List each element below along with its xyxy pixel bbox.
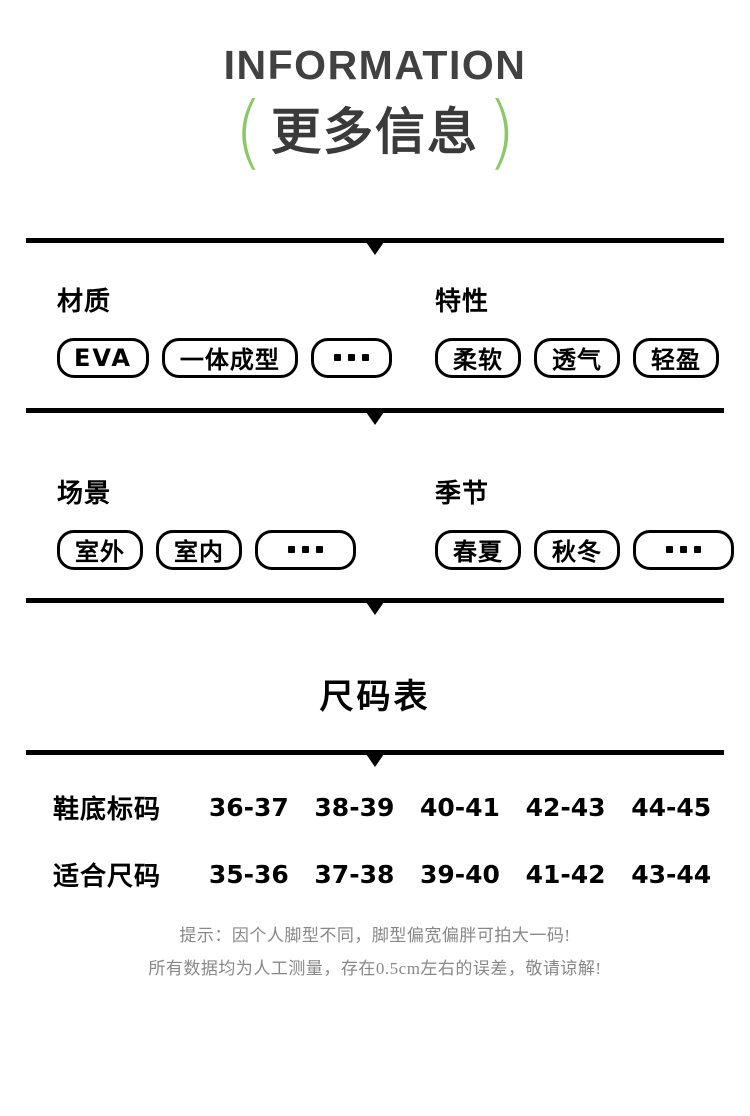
- spec-pill-soft[interactable]: 柔软: [435, 337, 521, 378]
- divider-notch-triangle-icon: [366, 241, 384, 255]
- size-row-values-sole: 36-37 38-39 40-41 42-43 44-45: [196, 793, 724, 822]
- spec-pill-spring-summer[interactable]: 春夏: [435, 529, 521, 570]
- dot-icon: [694, 546, 701, 554]
- spec-heading-feature: 特性: [435, 285, 490, 316]
- spec-pill-list-scene: 室外 室内: [57, 529, 375, 570]
- size-cell: 37-38: [314, 859, 395, 889]
- size-cell: 35-36: [208, 859, 289, 889]
- dot-icon: [316, 546, 323, 554]
- spec-pill-list-material: EVA 一体成型: [57, 337, 392, 378]
- spec-heading-scene: 场景: [57, 477, 112, 508]
- dot-icon: [288, 546, 295, 554]
- spec-group-material: 材质 EVA 一体成型: [0, 281, 392, 378]
- divider-notch-triangle-icon: [366, 601, 384, 615]
- spec-pill-eva[interactable]: EVA: [57, 337, 149, 378]
- section-divider-3: [26, 597, 724, 615]
- size-cell: 44-45: [631, 792, 712, 822]
- section-divider-2: [26, 407, 724, 425]
- size-row-label-fit: 适合尺码: [53, 860, 162, 891]
- page-title-english: INFORMATION: [223, 42, 527, 88]
- table-row: 适合尺码 35-36 37-38 39-40 41-42 43-44: [26, 856, 724, 893]
- spec-group-season: 季节 春夏 秋冬: [375, 473, 750, 570]
- spec-pill-list-feature: 柔软 透气 轻盈: [435, 337, 750, 378]
- dot-icon: [361, 354, 369, 362]
- spec-pill-more-season[interactable]: [633, 529, 734, 570]
- size-cell: 39-40: [420, 859, 500, 889]
- spec-pill-more-material[interactable]: [310, 337, 392, 378]
- spec-pill-autumn-winter[interactable]: 秋冬: [534, 529, 620, 570]
- size-row-label-sole: 鞋底标码: [53, 793, 162, 824]
- spec-row-material-feature: 材质 EVA 一体成型 特性 柔软 透气 轻盈: [0, 281, 750, 378]
- dot-icon: [347, 354, 355, 362]
- left-paren-decoration: (: [234, 85, 263, 179]
- section-divider-1: [26, 237, 724, 255]
- size-cell: 41-42: [525, 859, 606, 889]
- size-cell: 36-37: [208, 792, 289, 822]
- dot-icon: [302, 546, 309, 554]
- size-row-values-fit: 35-36 37-38 39-40 41-42 43-44: [196, 860, 724, 889]
- table-row: 鞋底标码 36-37 38-39 40-41 42-43 44-45: [26, 789, 724, 826]
- spec-pill-breathable[interactable]: 透气: [534, 337, 620, 378]
- spec-pill-list-season: 春夏 秋冬: [435, 529, 750, 570]
- spec-pill-lightweight[interactable]: 轻盈: [633, 337, 719, 378]
- spec-pill-outdoor[interactable]: 室外: [57, 529, 143, 570]
- spec-heading-season: 季节: [435, 477, 490, 508]
- spec-row-scene-season: 场景 室外 室内 季节 春夏 秋冬: [0, 473, 750, 570]
- size-cell: 43-44: [631, 859, 712, 889]
- size-cell: 38-39: [314, 792, 395, 822]
- size-chart-table: 鞋底标码 36-37 38-39 40-41 42-43 44-45 适合尺码 …: [26, 789, 724, 893]
- dot-icon: [333, 354, 341, 362]
- page-header: INFORMATION ( 更多信息 ): [0, 0, 750, 179]
- divider-notch-triangle-icon: [366, 753, 384, 767]
- spec-group-scene: 场景 室外 室内: [0, 473, 375, 570]
- spec-group-feature: 特性 柔软 透气 轻盈: [375, 281, 750, 378]
- page-subtitle: ( 更多信息 ): [0, 85, 750, 179]
- page-title-chinese: 更多信息: [271, 103, 479, 160]
- dot-icon: [680, 546, 687, 554]
- size-chart-notes: 提示：因个人脚型不同，脚型偏宽偏胖可拍大一码! 所有数据均为人工测量，存在0.5…: [0, 919, 750, 985]
- size-cell: 40-41: [420, 792, 500, 822]
- right-paren-decoration: ): [487, 85, 516, 179]
- spec-pill-one-piece[interactable]: 一体成型: [161, 337, 298, 378]
- divider-bar: [26, 237, 724, 243]
- section-divider-4: [26, 749, 724, 767]
- spec-heading-material: 材质: [57, 285, 112, 316]
- dot-icon: [666, 546, 673, 554]
- spec-pill-indoor[interactable]: 室内: [156, 529, 242, 570]
- size-cell: 42-43: [525, 792, 606, 822]
- spec-pill-more-scene[interactable]: [255, 529, 356, 570]
- divider-bar: [26, 749, 724, 755]
- divider-bar: [26, 407, 724, 413]
- divider-notch-triangle-icon: [366, 411, 384, 425]
- divider-bar: [26, 597, 724, 603]
- note-line-2: 所有数据均为人工测量，存在0.5cm左右的误差，敬请谅解!: [148, 958, 602, 978]
- size-chart-title: 尺码表: [319, 677, 431, 716]
- note-line-1: 提示：因个人脚型不同，脚型偏宽偏胖可拍大一码!: [179, 925, 571, 945]
